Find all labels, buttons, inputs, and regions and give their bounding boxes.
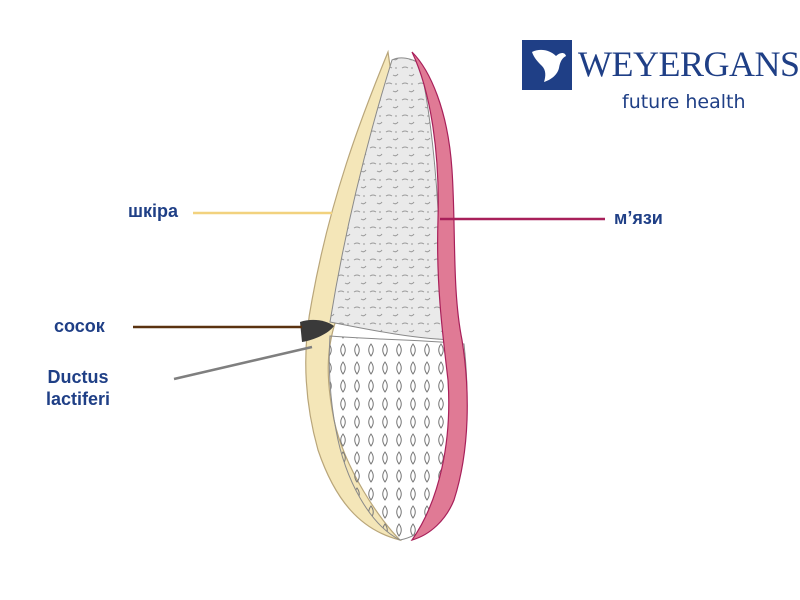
ducts-leader-line — [174, 347, 312, 379]
logo-tagline: future health — [622, 90, 746, 114]
label-muscles: м’язи — [614, 207, 663, 229]
label-skin: шкіра — [128, 200, 178, 222]
bird-icon — [522, 40, 572, 90]
label-ducts-line2: lactiferi — [46, 388, 110, 410]
logo-wordmark: WEYERGANS — [578, 44, 799, 84]
label-nipple: сосок — [54, 315, 105, 337]
label-ducts-line1: Ductus — [46, 366, 110, 388]
label-ductus-lactiferi: Ductus lactiferi — [46, 366, 110, 410]
weyergans-logo: WEYERGANS future health — [522, 40, 792, 120]
